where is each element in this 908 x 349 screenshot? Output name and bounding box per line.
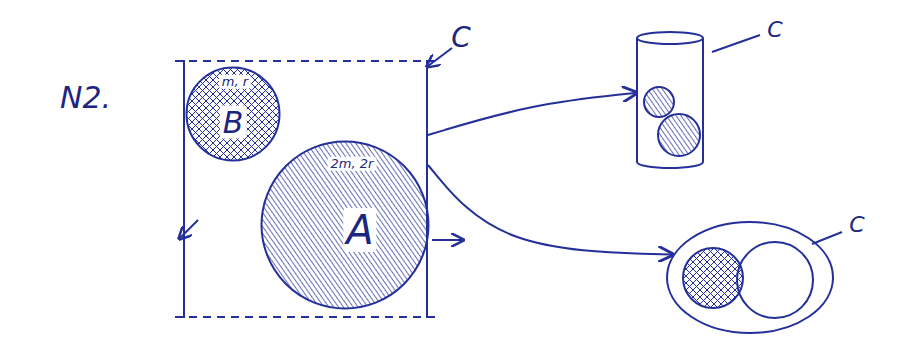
large-ball [737,242,813,318]
oval-container: C [665,220,835,335]
container-wall [426,60,428,318]
ball-a: 2m, 2r A [260,140,430,310]
force-arrow [180,220,198,238]
transform-arrow [428,165,671,255]
leader-line [712,35,760,52]
node-label: C [849,213,864,237]
cylinder-container: C [635,30,705,170]
ball-letter: B [220,106,247,139]
problem-number: N2. [60,80,111,115]
node-label: 2m, 2r [328,157,377,171]
cylinder-rim [637,32,703,44]
oval-container-outline [665,220,835,335]
container-wall [183,60,185,318]
ball-outline [187,68,280,161]
ball-b: m, r B [185,66,281,162]
leader-line [812,232,842,244]
cylinder-wall [637,38,703,168]
transform-arrow [428,93,635,135]
container-box: Cm, rB2m, 2rA [183,60,428,318]
node-label: C [451,23,471,54]
large-ball [658,114,700,156]
container-wall [175,60,436,62]
node-label: m, r [219,75,251,89]
oval-wall [667,222,833,333]
cylinder-container-outline [635,30,705,170]
small-ball [683,248,743,308]
container-wall [175,316,436,318]
leader-arrow [428,48,452,66]
small-ball [644,87,674,117]
ball-letter: A [343,208,376,252]
node-label: C [767,18,782,42]
force-arrow [432,239,462,241]
ball-outline [262,142,429,309]
